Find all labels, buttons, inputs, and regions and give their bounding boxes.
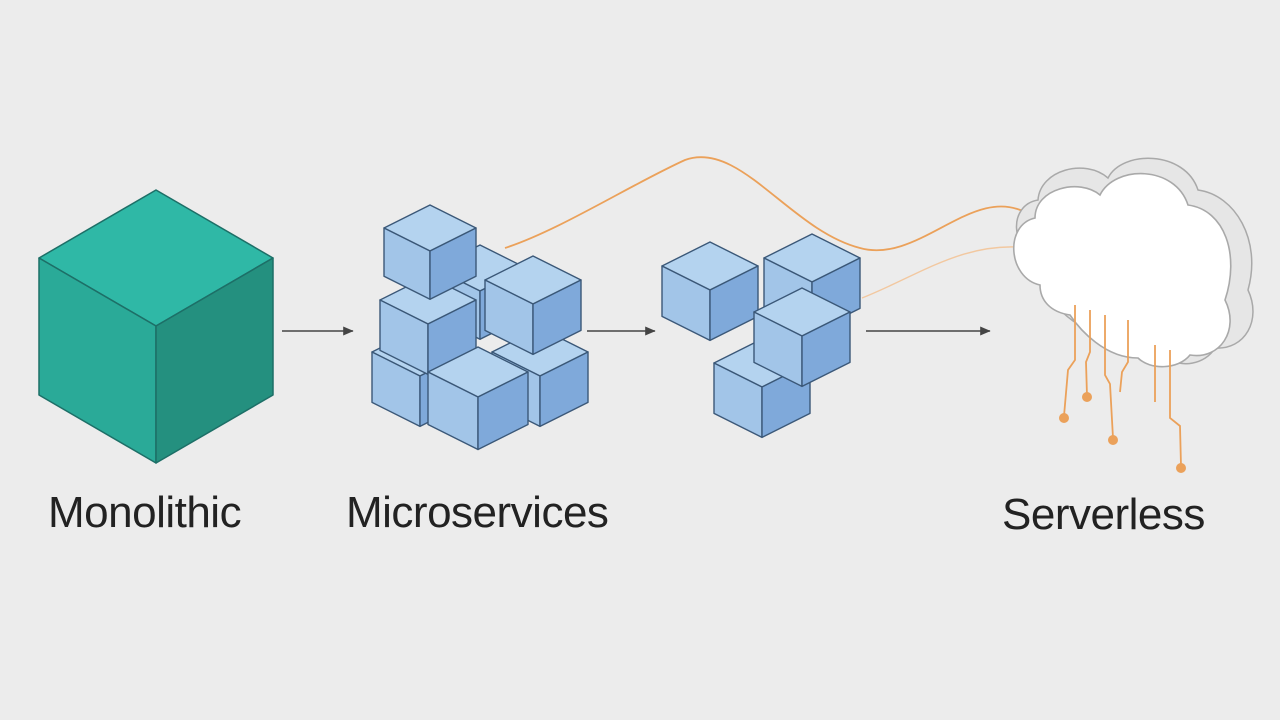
circuit-node-icon (1176, 463, 1186, 473)
cube-right-face (801, 311, 851, 388)
label-monolithic: Monolithic (48, 488, 242, 537)
orange-flow-lines (504, 156, 1031, 299)
cube-right-face (532, 279, 582, 356)
label-microservices: Microservices (346, 488, 609, 537)
cube-right-face (429, 227, 477, 300)
cloud-circuit-nodes (1059, 392, 1186, 473)
monolith-right-face (155, 257, 274, 464)
circuit-node-icon (1108, 435, 1118, 445)
circuit-node-icon (1082, 392, 1092, 402)
label-serverless: Serverless (1002, 490, 1205, 539)
service-cube-icon (484, 255, 582, 356)
cube-right-face (709, 265, 759, 342)
distributed-cubes-icon (661, 233, 861, 439)
service-cube-icon (383, 204, 477, 300)
cloud-icon (1012, 157, 1254, 368)
microservice-cubes-icon (371, 204, 589, 451)
cube-right-face (477, 371, 529, 451)
service-cube-icon (427, 346, 529, 451)
cloud-front (1012, 172, 1232, 368)
circuit-node-icon (1059, 413, 1069, 423)
flow-line-lower (861, 246, 1031, 299)
monolith-cube-icon (38, 189, 274, 464)
cube-right-face (539, 351, 589, 428)
cloud-circuit-lines (1063, 305, 1182, 467)
flow-line-upper (504, 156, 1031, 251)
service-cube-icon (661, 241, 759, 342)
service-cube-icon (753, 287, 851, 388)
